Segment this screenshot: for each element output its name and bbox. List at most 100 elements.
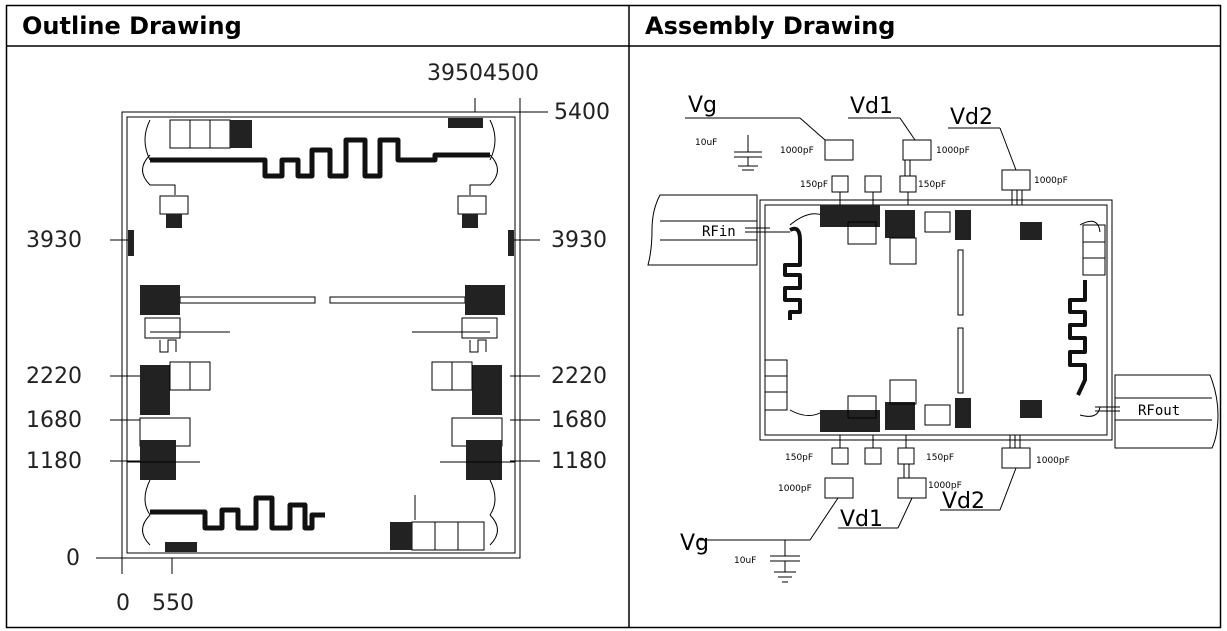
- assembly-thin-traces: [768, 213, 1101, 417]
- outline-stack-left-2: [144, 317, 181, 339]
- assembly-title: Assembly Drawing: [645, 12, 895, 40]
- cap150pf-a-box: [831, 175, 849, 193]
- cap1000pf-a-box: [824, 139, 854, 161]
- dim-3930-right: 3930: [551, 228, 607, 253]
- outline-component-tl: [169, 119, 231, 149]
- vg-bottom-leader-diag: [809, 497, 839, 541]
- dim-3930-left: 3930: [26, 228, 82, 253]
- outline-stack-left-bend: [159, 339, 177, 353]
- cap1000pf-b-box: [902, 139, 932, 161]
- vd1-bottom-leader-diag: [897, 497, 913, 529]
- assembly-top-cluster-d: [889, 237, 917, 265]
- cap10uf-top-label: 10uF: [695, 138, 717, 148]
- vd2-top-leader-diag: [999, 127, 1017, 171]
- cap1000pf-e-label: 1000pF: [928, 481, 962, 491]
- assembly-left-component: [764, 359, 788, 411]
- cap1000pf-d-label: 1000pF: [778, 484, 812, 494]
- assembly-right-component: [1082, 224, 1106, 276]
- assembly-bottom-cluster-c: [885, 402, 915, 430]
- dim-550: 550: [152, 591, 194, 616]
- cap1000pf-c-label: 1000pF: [1034, 176, 1068, 186]
- cap-mid-bottom-box: [864, 447, 882, 465]
- outline-pads-tr: [448, 118, 483, 128]
- vg-bottom-label: Vg: [680, 531, 709, 556]
- dim-5400: 5400: [554, 100, 610, 125]
- outline-stack-right-bend: [469, 339, 487, 353]
- assembly-bottom-cluster-d: [889, 379, 917, 405]
- rfin-bondwires: [745, 227, 770, 233]
- rfout-label: RFout: [1138, 403, 1180, 419]
- vd2-bottom-leader-diag: [999, 467, 1017, 511]
- assembly-right-pad-top: [1020, 222, 1042, 240]
- cap150pf-c-label: 150pF: [785, 453, 813, 463]
- outline-cluster-ul-b: [166, 214, 182, 228]
- outline-coupler-left: [179, 296, 316, 304]
- cap10uf-bottom-label: 10uF: [734, 556, 756, 566]
- dim-0-left: 0: [66, 546, 80, 571]
- cap150pf-b-label: 150pF: [918, 180, 946, 190]
- rfout-fixture: [1114, 374, 1219, 449]
- cap1000pf-c-box: [1001, 169, 1031, 191]
- assembly-right-meander: [1068, 280, 1087, 396]
- outline-cluster-ul-a: [159, 195, 189, 215]
- outline-stack-left-3: [140, 365, 170, 415]
- outline-cluster-ur-b: [462, 214, 478, 228]
- rfin-fixture: [647, 194, 758, 266]
- dim-2220-left: 2220: [26, 364, 82, 389]
- assembly-coupler-top: [957, 249, 964, 316]
- outline-cluster-ur-a: [457, 195, 487, 215]
- vd2-bottom-label: Vd2: [942, 489, 985, 514]
- outline-edge-pad-right: [508, 230, 514, 256]
- outline-stack-right-2: [461, 317, 498, 339]
- cap-mid-top-box: [864, 175, 882, 193]
- outline-stack-left-6: [140, 440, 176, 480]
- assembly-top-cluster-c: [885, 210, 915, 238]
- cap1000pf-d-box: [824, 477, 854, 499]
- assembly-drawing: RFin RFout: [647, 93, 1219, 583]
- table-border: [5, 4, 1222, 629]
- outline-chip-inner: [126, 116, 516, 554]
- assembly-top-cluster-a: [820, 205, 880, 227]
- outline-chip-border: [121, 111, 521, 559]
- outline-title: Outline Drawing: [22, 12, 242, 40]
- assembly-coupler-bottom: [957, 327, 964, 394]
- outline-pads-br: [390, 522, 412, 550]
- vg-top-label: Vg: [688, 93, 717, 118]
- dim-2220-right: 2220: [551, 364, 607, 389]
- dim-4500: 4500: [483, 61, 539, 86]
- dim-3950: 3950: [427, 61, 483, 86]
- assembly-chip-border: [759, 199, 1113, 441]
- cap1000pf-a-label: 1000pF: [780, 146, 814, 156]
- cap150pf-c-box: [831, 447, 849, 465]
- assembly-bottom-cluster-b: [847, 395, 877, 419]
- vd2-top-label: Vd2: [950, 105, 993, 130]
- outline-stack-right-3: [472, 365, 502, 415]
- outline-bottom-bends: [142, 479, 498, 546]
- cap150pf-a-label: 150pF: [800, 180, 828, 190]
- vd1-top-leader-diag: [899, 117, 916, 141]
- assembly-left-meander: [783, 226, 802, 320]
- assembly-bottom-bondwires: [839, 435, 1021, 478]
- outline-coupler-right: [329, 296, 466, 304]
- vd1-bottom-label: Vd1: [840, 507, 883, 532]
- outline-pads-tl: [230, 120, 252, 148]
- outline-top-bends: [142, 119, 498, 195]
- assembly-bottom-cluster-e: [924, 404, 951, 426]
- dim-1680-right: 1680: [551, 408, 607, 433]
- dim-1680-left: 1680: [26, 408, 82, 433]
- cap1000pf-b-label: 1000pF: [936, 146, 970, 156]
- cap150pf-b-box: [899, 175, 917, 193]
- assembly-top-cluster-e: [924, 211, 951, 233]
- vg-top-leader-diag: [799, 117, 826, 141]
- outline-stack-right-6: [466, 440, 502, 480]
- assembly-top-cluster-f: [955, 210, 971, 240]
- rfin-label: RFin: [702, 224, 736, 240]
- cap150pf-d-box: [897, 447, 915, 465]
- outline-edge-pad-left: [128, 230, 134, 256]
- cap150pf-d-label: 150pF: [926, 453, 954, 463]
- dim-0-bottom: 0: [116, 591, 130, 616]
- outline-component-br: [411, 521, 485, 551]
- outline-pads-bl: [165, 542, 197, 552]
